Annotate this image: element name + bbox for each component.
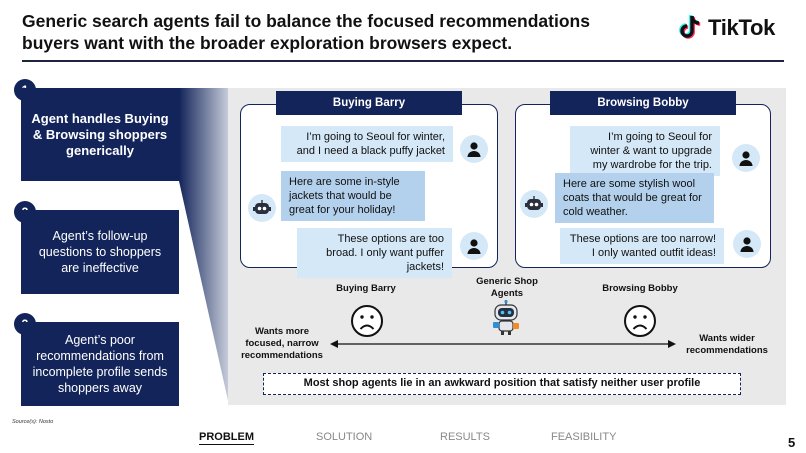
tiktok-logo-icon [679, 14, 701, 39]
spectrum-right-name: Browsing Bobby [602, 283, 678, 294]
nav-tab-results[interactable]: RESULTS [440, 431, 490, 443]
logo-text: TikTok [708, 15, 776, 40]
page-number: 5 [788, 435, 796, 450]
user-avatar [460, 135, 488, 163]
spectrum-left-name: Buying Barry [336, 283, 396, 294]
summary-banner: Most shop agents lie in an awkward posit… [263, 373, 741, 395]
user-icon [740, 237, 754, 252]
spectrum-center-name: Generic Shop Agents [476, 276, 538, 299]
spectrum-left-label: Wants more focused, narrow recommendatio… [241, 326, 323, 361]
bot-avatar [520, 190, 548, 218]
user-icon [467, 239, 481, 254]
sad-face-icon [351, 305, 383, 337]
bobby-user-message-2: These options are too narrow! I only wan… [560, 228, 724, 264]
nav-tab-problem[interactable]: PROBLEM [199, 431, 254, 445]
user-avatar [732, 144, 760, 172]
page-title: Generic search agents fail to balance th… [22, 11, 590, 53]
barry-user-message-1: I’m going to Seoul for winter, and I nee… [281, 126, 453, 162]
barry-user-message-2: These options are too broad. I only want… [297, 228, 452, 278]
source-note: Source(s): Nosto [12, 419, 54, 425]
spectrum-arrow [330, 340, 676, 348]
step-1-box: Agent handles Buying & Browsing shoppers… [21, 88, 179, 181]
robot-icon [253, 200, 271, 214]
funnel-connector [179, 88, 229, 405]
user-icon [467, 142, 481, 157]
nav-tab-feasibility[interactable]: FEASIBILITY [551, 431, 617, 443]
title-divider [22, 60, 784, 62]
user-icon [739, 151, 753, 166]
bot-avatar [248, 194, 276, 222]
barry-bot-message: Here are some in-style jackets that woul… [281, 171, 425, 221]
persona-title-bobby: Browsing Bobby [550, 91, 736, 115]
tiktok-logo: TikTok [678, 14, 775, 42]
user-avatar [460, 232, 488, 260]
nav-tab-solution[interactable]: SOLUTION [316, 431, 373, 443]
robot-icon [525, 196, 543, 210]
bobby-bot-message: Here are some stylish wool coats that wo… [555, 173, 714, 223]
spectrum-right-label: Wants wider recommendations [686, 333, 768, 356]
persona-title-barry: Buying Barry [276, 91, 462, 115]
sad-face-icon [624, 305, 656, 337]
bobby-user-message-1: I’m going to Seoul for winter & want to … [570, 126, 720, 176]
step-3-box: Agent’s poor recommendations from incomp… [21, 322, 179, 406]
user-avatar [733, 230, 761, 258]
step-2-box: Agent’s follow-up questions to shoppers … [21, 210, 179, 294]
robot-shopper-icon [493, 300, 519, 335]
